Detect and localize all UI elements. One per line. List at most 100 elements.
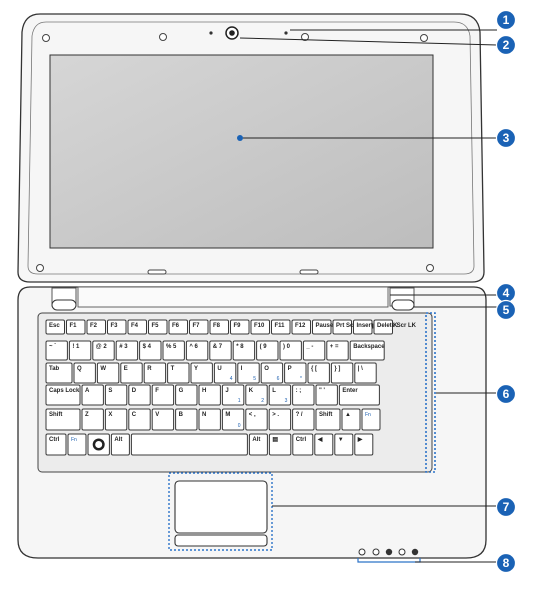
key-cap: [292, 384, 315, 406]
key-label: : ;: [296, 388, 302, 394]
key-label: ? /: [296, 412, 303, 418]
key: Delete Scr LK: [373, 319, 417, 335]
key-label: O: [264, 366, 269, 372]
key-label: * 8: [236, 344, 244, 350]
key-sublabel: 5: [253, 376, 256, 382]
key: > .: [268, 408, 292, 431]
key: & 7: [209, 340, 232, 361]
key-cap: [260, 362, 284, 384]
key: [87, 433, 110, 456]
key: # 3: [115, 340, 139, 361]
callout-badge: [495, 299, 517, 321]
key: Alt: [110, 433, 130, 456]
key-cap: [338, 384, 380, 406]
key: ! 1: [68, 340, 92, 361]
key-cap: [168, 319, 188, 335]
key-label: V: [155, 412, 159, 418]
key-cap: [284, 362, 307, 384]
key: Caps Lock: [45, 384, 81, 406]
key: ▼: [334, 433, 354, 456]
key: ^ 6: [185, 340, 209, 361]
bezel-screw: [301, 33, 309, 41]
leader-lines: [239, 29, 498, 563]
key-cap: [68, 340, 92, 361]
key-cap: [232, 340, 256, 361]
key: X: [104, 408, 128, 431]
keyboard-highlight: [425, 312, 436, 473]
key-cap: [185, 340, 209, 361]
key-label: Enter: [342, 388, 358, 394]
key-label: & 7: [213, 344, 223, 350]
callout-badge: [495, 552, 517, 574]
display-center-dot: [237, 135, 243, 141]
key-label: M: [225, 412, 230, 418]
key: N: [198, 408, 221, 431]
key-cap: [315, 408, 341, 431]
key-label: F1: [70, 323, 78, 329]
key-cap: [292, 433, 314, 456]
key-cap: [209, 340, 232, 361]
key-cap: [104, 408, 128, 431]
key-cap: [268, 433, 292, 456]
key: < ,: [245, 408, 268, 431]
key-sublabel: 6: [277, 376, 280, 382]
key: + =: [326, 340, 349, 361]
key: P*: [284, 362, 307, 384]
key-label: } ]: [334, 366, 340, 372]
key-cap: [148, 319, 168, 335]
callout-3: 3: [495, 127, 517, 149]
key-label: K: [249, 388, 254, 394]
key: F10: [250, 319, 270, 335]
key-cap: [128, 384, 151, 406]
key-cap: [189, 319, 209, 335]
key: % 5: [162, 340, 185, 361]
key-label: U: [217, 366, 221, 372]
status-led: [411, 548, 419, 556]
key-cap: [334, 433, 354, 456]
key: * 8: [232, 340, 256, 361]
key-cap: [73, 362, 96, 384]
callout-8: 8: [495, 552, 517, 574]
key-cap: [120, 362, 143, 384]
key: Shift: [315, 408, 341, 431]
key-label: F2: [90, 323, 98, 329]
key-cap: [292, 408, 315, 431]
key-cap: [307, 362, 330, 384]
callout-number: 7: [503, 500, 510, 514]
callout-number: 2: [503, 38, 510, 52]
callout-badge: [495, 127, 517, 149]
key-label: A: [85, 388, 90, 394]
key-label: F7: [193, 323, 201, 329]
key-cap: [230, 319, 250, 335]
key-cap: [256, 340, 279, 361]
key-cap: [326, 340, 349, 361]
callout-number: 5: [503, 303, 510, 317]
key: J1: [221, 384, 245, 406]
callout-2: 2: [495, 34, 517, 56]
key-cap: [151, 384, 175, 406]
key: ? /: [292, 408, 315, 431]
key-label: _ -: [305, 344, 313, 350]
key: B: [175, 408, 198, 431]
key-label: ^ 6: [189, 344, 198, 350]
key-cap: [175, 408, 198, 431]
key-label: ) 0: [283, 344, 291, 350]
status-led: [372, 548, 380, 556]
key-label: Q: [77, 366, 82, 372]
key-cap: [373, 319, 393, 335]
key-sublabel: 4: [230, 376, 233, 382]
key-label: F10: [254, 323, 265, 329]
key-label: Tab: [49, 366, 60, 372]
key: U4: [213, 362, 237, 384]
key-cap: [271, 319, 291, 335]
bezel-screw: [420, 34, 428, 42]
key-label: N: [202, 412, 206, 418]
key-cap: [221, 408, 245, 431]
key: ( 9: [256, 340, 279, 361]
key-cap: [245, 408, 268, 431]
key-label: E: [124, 366, 128, 372]
key: S: [104, 384, 128, 406]
